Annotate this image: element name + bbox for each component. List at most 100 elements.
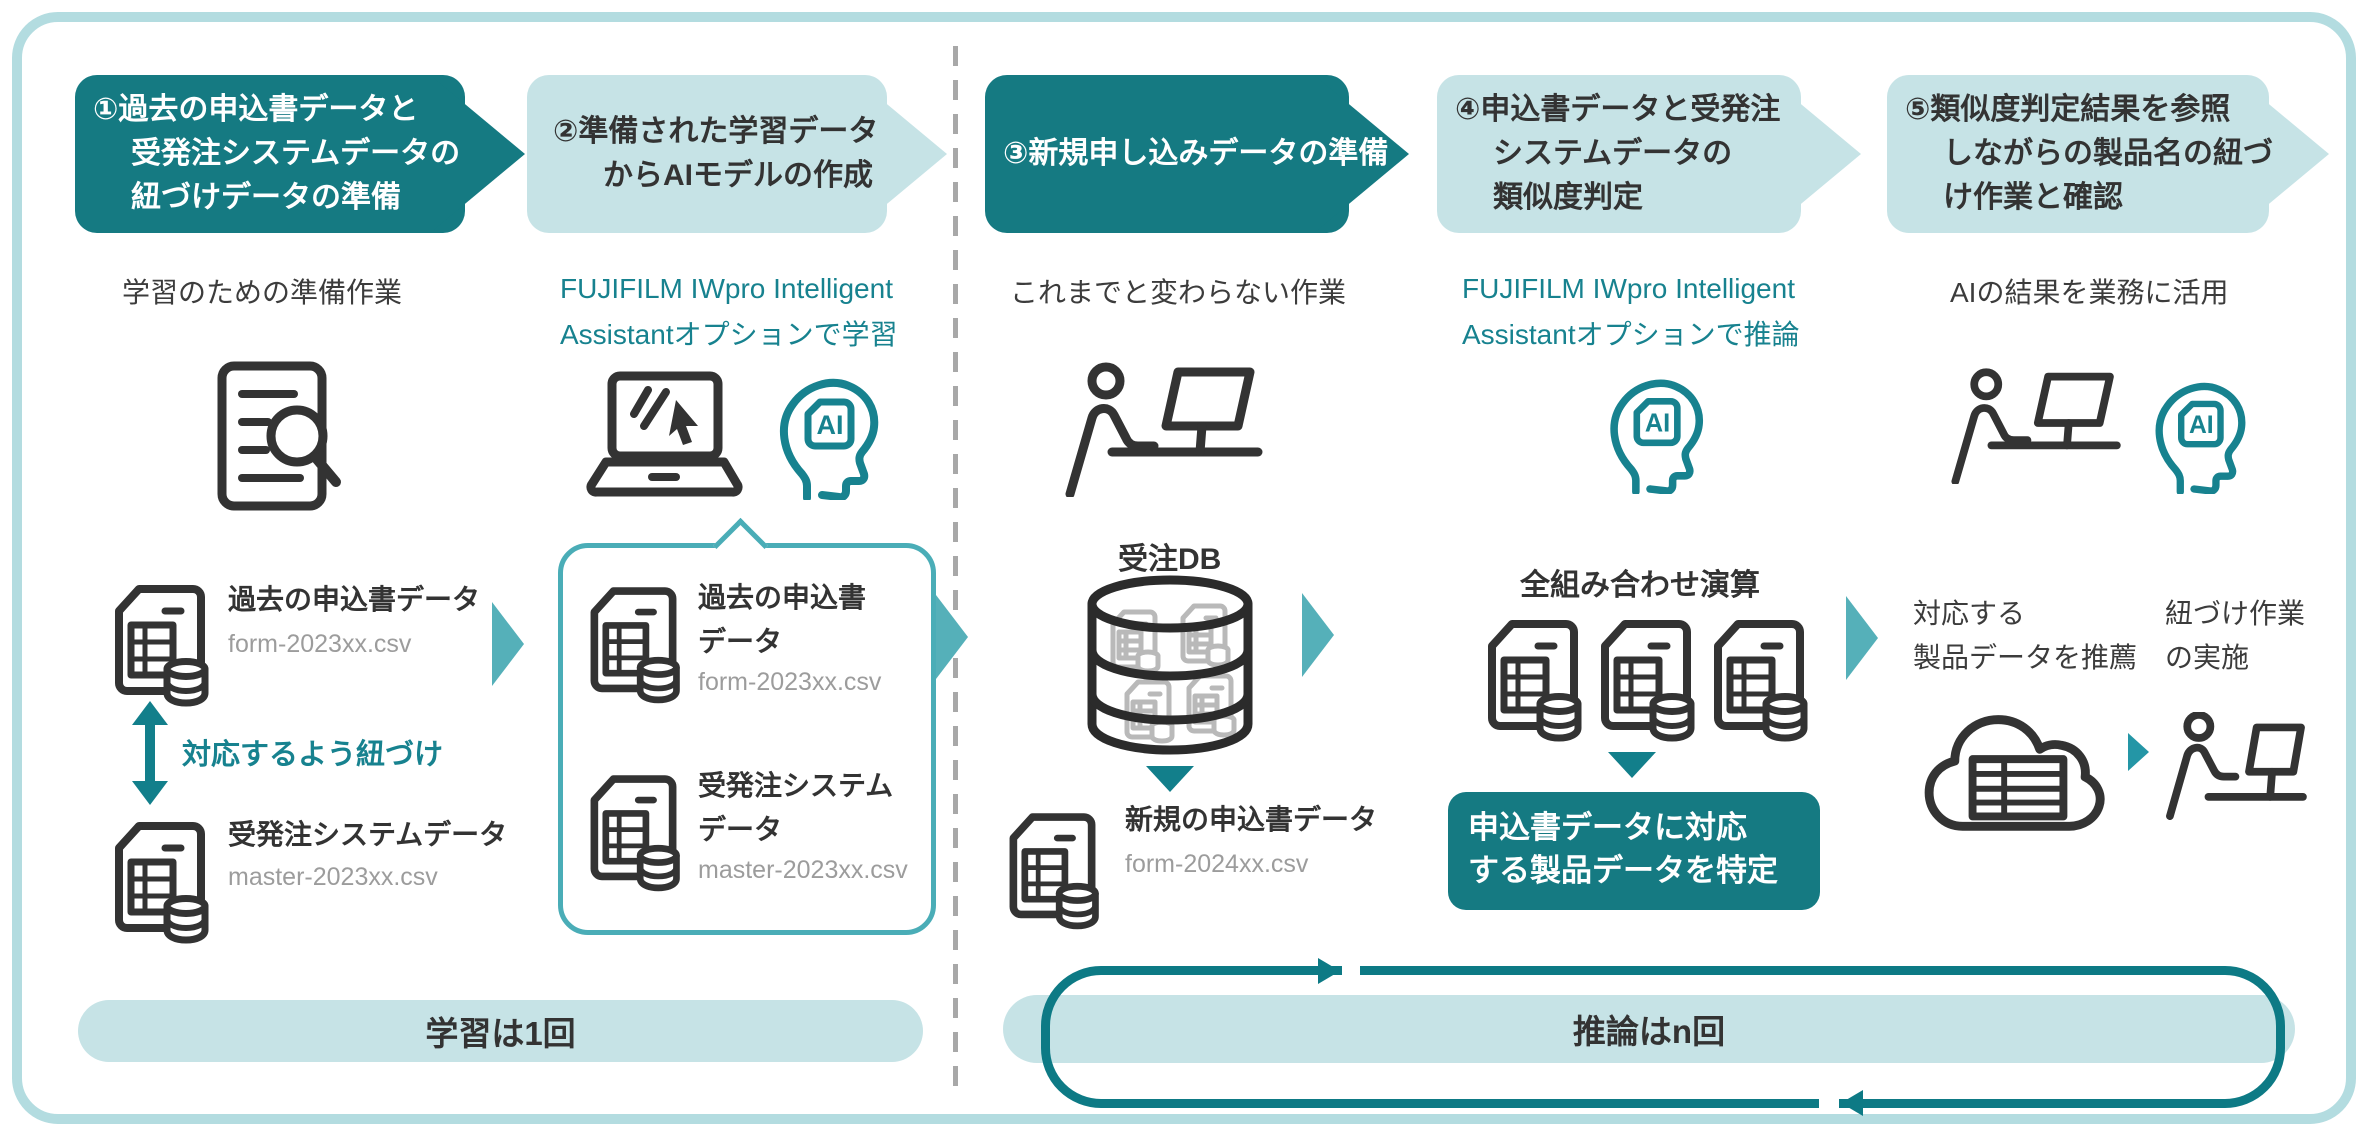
loop-gap bbox=[1819, 1099, 1839, 1108]
svg-text:AI: AI bbox=[1645, 409, 1670, 437]
step-caption-5: AIの結果を業務に活用 bbox=[1950, 270, 2228, 316]
file-name: form-2024xx.csv bbox=[1125, 850, 1309, 878]
work-text: 紐づけ作業 の実施 bbox=[2165, 592, 2305, 680]
train-infer-divider bbox=[953, 46, 958, 1092]
training-footer-label: 学習は1回 bbox=[425, 1015, 576, 1052]
step-caption-3: これまでと変わらない作業 bbox=[1010, 270, 1346, 316]
step-caption-2: FUJIFILM IWpro Intelligent Assistantオプショ… bbox=[560, 266, 898, 358]
step-title-line: ①過去の申込書データと bbox=[93, 93, 419, 126]
banner-body bbox=[1437, 75, 1801, 233]
flow-arrow-right bbox=[492, 602, 524, 686]
learning-data-bubble: 過去の申込書 データ form-2023xx.csv 受発注システム bbox=[558, 517, 936, 935]
cloud-table-icon bbox=[1912, 690, 2122, 848]
step-title-2: ②準備された学習データ からAIモデルの作成 bbox=[527, 75, 947, 233]
work-line: 紐づけ作業 bbox=[2165, 598, 2306, 629]
step-title-line: ⑤類似度判定結果を参照 bbox=[1905, 93, 2231, 126]
step-banner-4: ④申込書データと受発注 システムデータの 類似度判定 bbox=[1437, 75, 1861, 233]
arrow-shaft bbox=[145, 721, 155, 785]
caption-line: Assistantオプションで学習 bbox=[560, 319, 898, 350]
file-title-line: データ bbox=[698, 626, 783, 657]
step-title-5: ⑤類似度判定結果を参照 しながらの製品名の紐づ け作業と確認 bbox=[1887, 75, 2329, 233]
caption-line: FUJIFILM IWpro Intelligent bbox=[1462, 273, 1795, 304]
caption-line: これまでと変わらない作業 bbox=[1010, 277, 1347, 308]
banner-body bbox=[75, 75, 465, 233]
file-name: master-2023xx.csv bbox=[228, 863, 438, 891]
file-title-line: 受発注システム bbox=[698, 770, 894, 801]
step-caption-1: 学習のための準備作業 bbox=[122, 270, 402, 316]
step-title-line: 紐づけデータの準備 bbox=[131, 181, 401, 214]
work-line: の実施 bbox=[2165, 642, 2250, 673]
ai-head-icon: AI bbox=[1584, 352, 1716, 494]
csv-file-icon bbox=[581, 584, 686, 706]
step-title-4: ④申込書データと受発注 システムデータの 類似度判定 bbox=[1437, 75, 1861, 233]
step-title-line: ③新規申し込みデータの準備 bbox=[1003, 137, 1389, 170]
flow-arrow-right bbox=[1846, 596, 1878, 680]
flow-arrow-down bbox=[1146, 766, 1194, 792]
caption-line: AIの結果を業務に活用 bbox=[1950, 277, 2229, 308]
file-name: form-2023xx.csv bbox=[698, 668, 882, 696]
step-banner-2: ②準備された学習データ からAIモデルの作成 bbox=[527, 75, 947, 233]
csv-file-icon bbox=[105, 583, 215, 708]
flow-arrow-right bbox=[1302, 593, 1334, 677]
step-title-line: からAIモデルの作成 bbox=[603, 159, 873, 192]
step-title-line: け作業と確認 bbox=[1943, 181, 2123, 214]
file-title-line: データ bbox=[698, 814, 783, 845]
link-double-arrow bbox=[132, 701, 168, 805]
person-desk-icon bbox=[1938, 368, 2123, 484]
calc-label: 全組み合わせ演算 bbox=[1520, 569, 1760, 602]
person-desk-icon bbox=[1050, 362, 1265, 497]
csv-file-icon bbox=[1000, 810, 1105, 932]
person-laptop-icon bbox=[2162, 712, 2307, 820]
loop-arrowhead-right bbox=[1318, 958, 1340, 984]
document-magnifier-icon bbox=[212, 360, 347, 518]
csv-file-group-icon bbox=[1478, 618, 1814, 746]
caption-line: FUJIFILM IWpro Intelligent bbox=[560, 273, 893, 304]
file-name: master-2023xx.csv bbox=[698, 856, 908, 884]
inference-footer-label: 推論はn回 bbox=[1572, 1013, 1726, 1050]
svg-text:AI: AI bbox=[817, 410, 844, 440]
file-title: 過去の申込書データ bbox=[228, 584, 481, 615]
flow-arrow-right-small bbox=[2128, 733, 2149, 771]
step-caption-4: FUJIFILM IWpro Intelligent Assistantオプショ… bbox=[1462, 266, 1800, 358]
order-database-icon bbox=[1080, 572, 1260, 764]
link-label: 対応するよう紐づけ bbox=[182, 739, 444, 771]
recommend-text: 対応する 製品データを推薦 bbox=[1913, 592, 2137, 680]
recommend-line: 対応する bbox=[1913, 598, 2026, 629]
csv-file-icon bbox=[581, 772, 686, 894]
result-line: する製品データを特定 bbox=[1468, 853, 1778, 888]
caption-line: 学習のための準備作業 bbox=[122, 277, 403, 308]
svg-text:AI: AI bbox=[2189, 412, 2214, 439]
csv-file-icon bbox=[105, 820, 215, 945]
step-title-line: システムデータの bbox=[1493, 137, 1733, 170]
flow-arrow-right bbox=[936, 595, 968, 679]
training-footer-bar: 学習は1回 bbox=[78, 1000, 923, 1062]
step-banner-5: ⑤類似度判定結果を参照 しながらの製品名の紐づ け作業と確認 bbox=[1887, 75, 2329, 233]
result-line: 申込書データに対応 bbox=[1468, 810, 1747, 845]
step-title-line: しながらの製品名の紐づ bbox=[1943, 137, 2273, 170]
ai-head-icon: AI bbox=[2130, 356, 2258, 494]
flow-arrow-down bbox=[1608, 752, 1656, 778]
file-name: form-2023xx.csv bbox=[228, 630, 412, 658]
step-title-line: ④申込書データと受発注 bbox=[1455, 93, 1781, 126]
file-title: 受発注システムデータ bbox=[228, 819, 508, 850]
loop-arrowhead-left bbox=[1841, 1090, 1863, 1116]
banner-body bbox=[1887, 75, 2269, 233]
step-banner-3: ③新規申し込みデータの準備 bbox=[985, 75, 1409, 233]
file-title-line: 過去の申込書 bbox=[698, 582, 867, 613]
caption-line: Assistantオプションで推論 bbox=[1462, 319, 1800, 350]
outer-frame bbox=[12, 12, 2356, 1124]
step-title-line: 類似度判定 bbox=[1493, 181, 1643, 214]
inference-loop-arrow bbox=[1041, 958, 2285, 1116]
arrow-down-head bbox=[132, 781, 168, 805]
file-title: 過去の申込書 データ bbox=[698, 576, 866, 664]
file-title: 新規の申込書データ bbox=[1125, 804, 1378, 835]
banner-body bbox=[527, 75, 887, 233]
step-title-1: ①過去の申込書データと 受発注システムデータの 紐づけデータの準備 bbox=[75, 75, 525, 233]
file-title: 受発注システム データ bbox=[698, 764, 893, 852]
recommend-line: 製品データを推薦 bbox=[1913, 642, 2138, 673]
step-banner-1: ①過去の申込書データと 受発注システムデータの 紐づけデータの準備 bbox=[75, 75, 525, 233]
laptop-cursor-icon bbox=[582, 370, 747, 500]
db-label: 受注DB bbox=[1118, 543, 1222, 576]
loop-gap bbox=[1342, 966, 1360, 975]
